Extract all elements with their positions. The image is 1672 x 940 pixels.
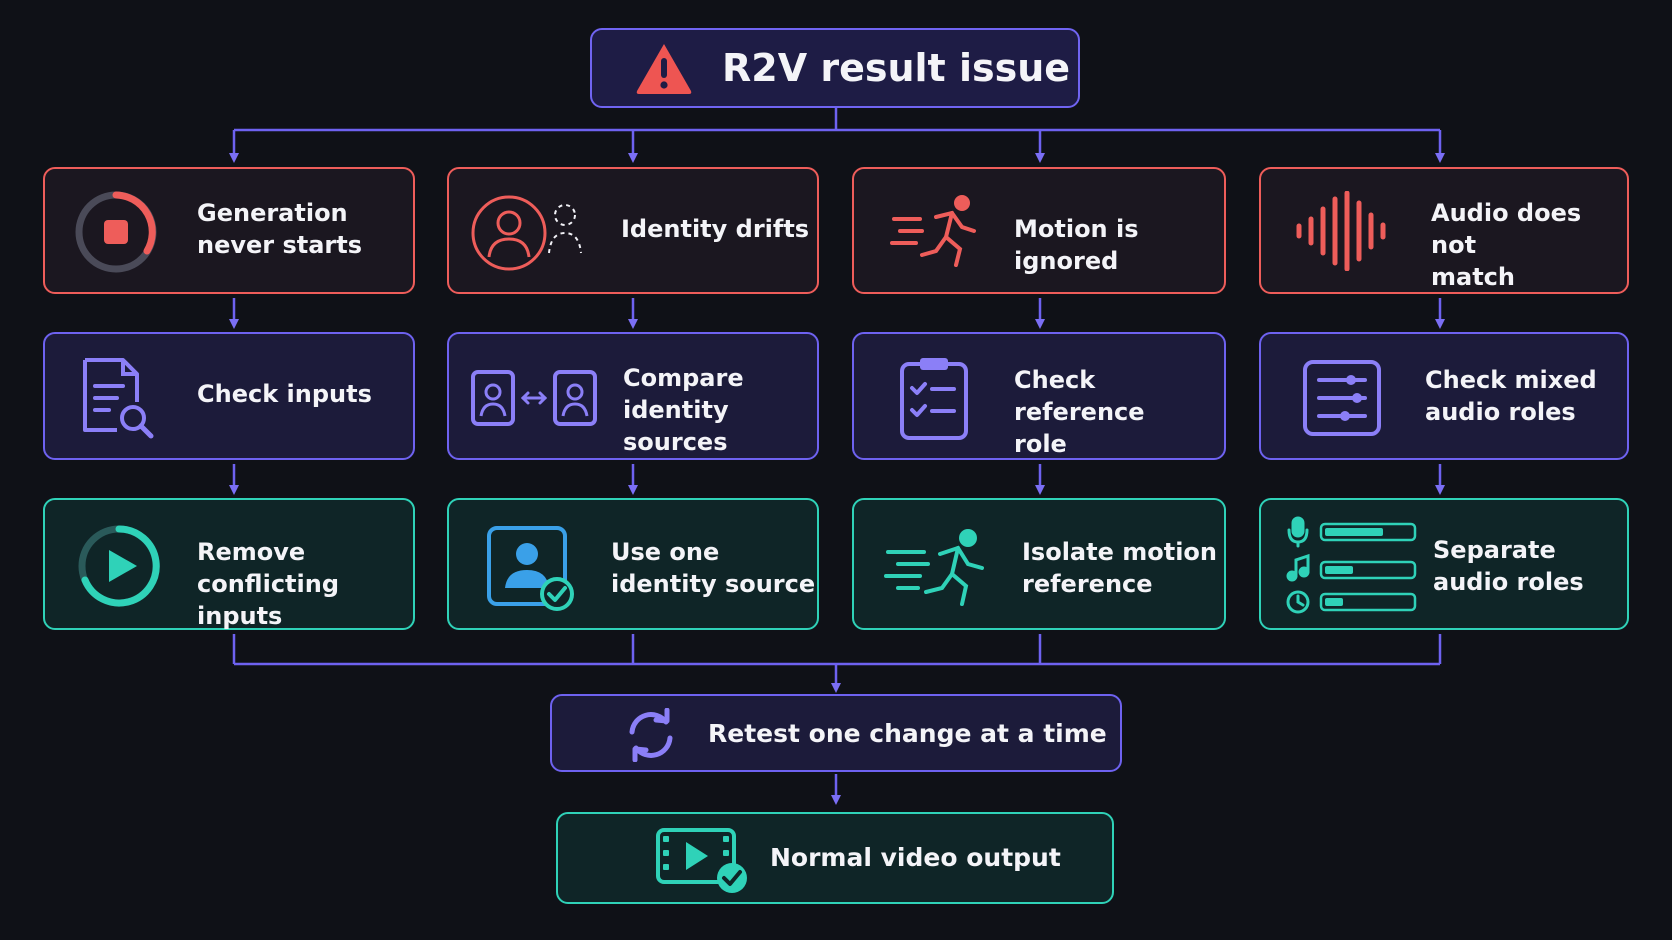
symptom-label: Generation never starts — [197, 199, 363, 259]
check-label: Check reference role — [1014, 366, 1145, 458]
retest-label: Retest one change at a time — [708, 719, 1107, 748]
fix-node-motion: Isolate motion reference — [852, 498, 1226, 630]
fix-node-identity: Use one identity source — [447, 498, 819, 630]
audio-tracks-icon — [1286, 516, 1417, 614]
symptom-node-audio: Audio does not match — [1259, 167, 1629, 294]
profile-check-icon — [487, 526, 574, 611]
root-label: R2V result issue — [722, 46, 1071, 90]
root-node: R2V result issue — [590, 28, 1080, 108]
compare-profiles-icon — [471, 370, 597, 426]
check-node-inputs: Check inputs — [43, 332, 415, 460]
fix-label: Use one identity source — [611, 538, 816, 598]
check-label: Check mixed audio roles — [1425, 366, 1597, 426]
check-label: Compare identity sources — [623, 364, 744, 456]
fix-node-inputs: Remove conflicting inputs — [43, 498, 415, 630]
symptom-node-identity: Identity drifts — [447, 167, 819, 294]
running-figure-icon — [884, 529, 984, 606]
check-label: Check inputs — [197, 380, 372, 408]
stop-progress-icon — [75, 191, 157, 273]
fix-label: Separate audio roles — [1433, 536, 1584, 596]
output-label: Normal video output — [770, 843, 1061, 872]
video-check-icon — [656, 828, 747, 893]
check-node-identity: Compare identity sources — [447, 332, 819, 460]
output-node: Normal video output — [556, 812, 1114, 904]
fix-node-audio: Separate audio roles — [1259, 498, 1629, 630]
play-circle-icon — [78, 525, 160, 607]
retest-node: Retest one change at a time — [550, 694, 1122, 772]
check-node-reference: Check reference role — [852, 332, 1226, 460]
check-node-audio: Check mixed audio roles — [1259, 332, 1629, 460]
person-drift-icon — [471, 195, 582, 271]
sliders-icon — [1303, 360, 1381, 436]
symptom-label: Motion is ignored — [1014, 215, 1139, 275]
refresh-icon — [629, 708, 673, 762]
audio-waveform-icon — [1296, 191, 1386, 271]
document-search-icon — [83, 358, 154, 439]
fix-label: Isolate motion reference — [1022, 538, 1217, 598]
fix-label: Remove conflicting inputs — [197, 538, 340, 630]
symptom-label: Audio does not match — [1431, 199, 1582, 291]
symptom-node-generation: Generation never starts — [43, 167, 415, 294]
symptom-node-motion: Motion is ignored — [852, 167, 1226, 294]
running-figure-icon — [890, 195, 976, 267]
warning-icon — [636, 44, 692, 94]
symptom-label: Identity drifts — [621, 215, 810, 243]
clipboard-checklist-icon — [900, 358, 968, 440]
